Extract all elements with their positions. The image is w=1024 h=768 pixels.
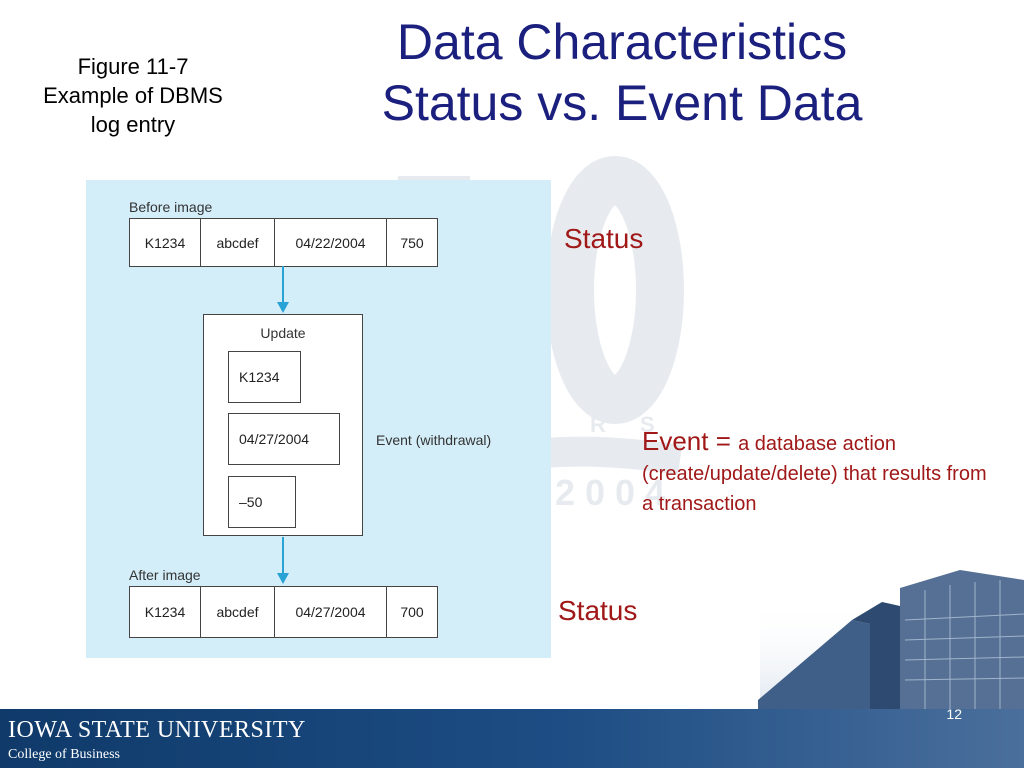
slide-title: Data Characteristics Status vs. Event Da…	[292, 12, 952, 134]
event-definition-text: a database action (create/update/delete)…	[642, 433, 987, 515]
title-line-2: Status vs. Event Data	[381, 75, 863, 131]
update-field: 04/27/2004	[228, 413, 340, 465]
record-field: 700	[400, 604, 424, 620]
event-term: Event =	[642, 426, 739, 456]
record-field: abcdef	[201, 219, 275, 266]
university-logo-text: IOWA STATE UNIVERSITY	[8, 717, 306, 743]
update-field: –50	[228, 476, 296, 528]
update-box: Update K1234 04/27/2004 –50	[203, 314, 363, 536]
status-label-top: Status	[564, 223, 644, 254]
record-field: K1234	[130, 219, 201, 266]
event-definition: Event = a database action (create/update…	[642, 426, 1002, 519]
caption-line: Figure 11-7	[77, 54, 189, 79]
record-field: 04/22/2004	[275, 219, 387, 266]
after-image-label: After image	[129, 567, 201, 583]
status-label-bottom: Status	[558, 595, 638, 626]
update-field: K1234	[228, 351, 301, 403]
event-label: Event (withdrawal)	[376, 432, 492, 448]
before-image-record: K1234 abcdef 04/22/2004 750	[129, 218, 438, 267]
svg-text:S: S	[640, 412, 655, 437]
update-label: Update	[260, 325, 306, 341]
record-field: K1234	[130, 587, 201, 637]
before-image-label: Before image	[129, 199, 213, 215]
college-name: College of Business	[8, 747, 120, 762]
svg-text:2004: 2004	[555, 472, 675, 513]
page-number: 12	[946, 706, 962, 722]
svg-text:R: R	[590, 412, 606, 437]
record-field: 750	[400, 234, 424, 251]
caption-line: Example of DBMS	[43, 83, 223, 108]
down-arrow-icon	[277, 266, 289, 313]
footer-bar: IOWA STATE UNIVERSITY College of Busines…	[0, 709, 1024, 768]
log-entry-figure: Before image K1234 abcdef 04/22/2004 750…	[86, 180, 551, 658]
record-field: 04/27/2004	[275, 587, 387, 637]
after-image-record: K1234 abcdef 04/27/2004 700	[129, 586, 438, 638]
title-line-1: Data Characteristics	[396, 14, 848, 70]
caption-line: log entry	[90, 112, 176, 137]
figure-caption: Figure 11-7 Example of DBMS log entry	[8, 52, 258, 139]
down-arrow-icon	[277, 537, 289, 584]
record-field: abcdef	[201, 587, 275, 637]
